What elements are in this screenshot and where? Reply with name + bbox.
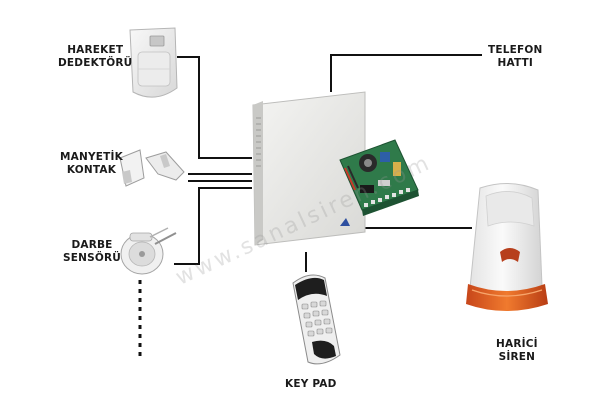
label-magnetic-contact: MANYETİK KONTAK [60, 151, 123, 176]
wire-motion-detector [177, 56, 252, 159]
wire-phone-line [330, 54, 482, 92]
external-siren [466, 183, 548, 311]
circuit-board [339, 139, 419, 216]
wire-magnetic-contact [188, 173, 252, 182]
label-shock-sensor: DARBE SENSÖRÜ [63, 239, 122, 264]
keypad-device [292, 274, 341, 365]
wire-shock-sensor [174, 187, 252, 265]
label-external-siren: HARİCİ SİREN [496, 338, 538, 363]
label-keypad: KEY PAD [285, 378, 337, 390]
motion-detector [129, 27, 178, 98]
label-phone-line: TELEFON HATTI [488, 44, 543, 69]
magnetic-contact [119, 149, 185, 187]
shock-sensor [120, 227, 177, 275]
label-motion-detector: HAREKET DEDEKTÖRÜ [58, 44, 133, 69]
control-panel [252, 91, 366, 246]
wiring [138, 54, 482, 356]
panel-logo-icon [340, 218, 350, 226]
